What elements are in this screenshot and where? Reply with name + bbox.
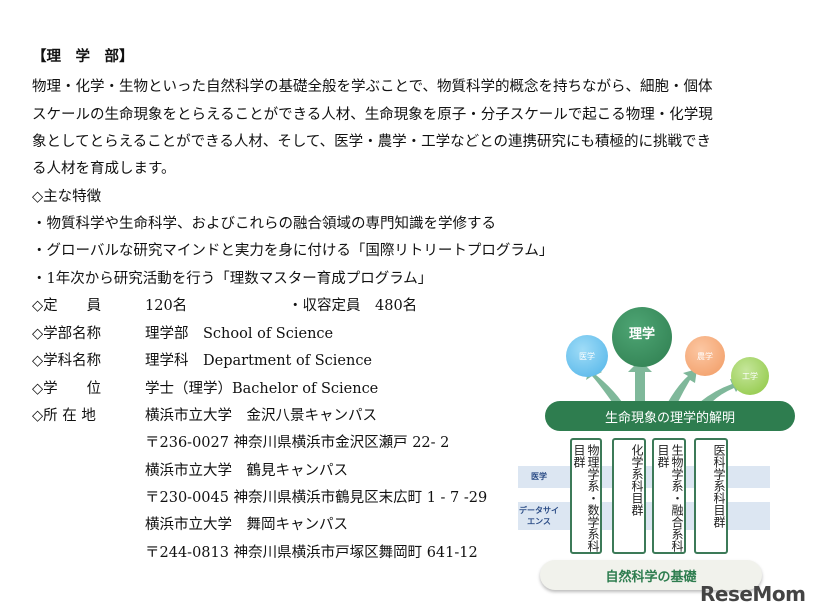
degree-label: ◇学 位 [32,381,102,397]
science-circle: 理学 [612,307,672,367]
faculty-value: 理学部 School of Science [145,326,334,342]
faculty-label: ◇学部名称 [32,326,102,342]
column-biology: 生物学系・融合系科目群 [652,438,686,554]
column-physics-math: 物理学系・数学系科目群 [570,438,602,554]
degree-value: 学士（理学）Bachelor of Science [145,381,379,397]
engineering-circle: 工学 [731,357,769,395]
capacity-value: 120名 [145,298,188,314]
column-chemistry: 化学系科目群 [612,438,646,554]
intro-line: る人材を育成します。 [32,161,176,177]
section-heading: 【理 学 部】 [32,49,134,65]
features-title: ◇主な特徴 [32,189,102,205]
dept-label: ◇学科名称 [32,353,102,369]
medicine-circle: 医学 [566,335,608,377]
feature-item: ・1年次から研究活動を行う「理数マスター育成プログラム」 [32,271,433,287]
location-line: 横浜市立大学 舞岡キャンパス [145,517,348,533]
location-line: 横浜市立大学 鶴見キャンパス [145,463,348,479]
band-label: 医学 [531,472,547,481]
banner: 生命現象の理学的解明 [545,401,795,431]
location-line: 〒236-0027 神奈川県横浜市金沢区瀬戸 22- 2 [145,435,450,451]
location-line: 〒230-0045 神奈川県横浜市鶴見区末広町 1 - 7 -29 [145,490,488,506]
intro-line: 象としてとらえることができる人材、そして、医学・農学・工学などとの連携研究にも積… [32,134,712,150]
intro-line: 物理・化学・生物といった自然科学の基礎全般を学ぶことで、物質科学的概念を持ちなが… [32,79,713,95]
location-line: 横浜市立大学 金沢八景キャンパス [145,408,377,424]
base-banner: 自然科学の基礎 [540,560,762,590]
dept-value: 理学科 Department of Science [145,353,373,369]
location-label: ◇所 在 地 [32,408,96,424]
band-label: データサイエンス [519,506,559,526]
location-line: 〒244-0813 神奈川県横浜市戸塚区舞岡町 641-12 [145,545,478,561]
feature-item: ・物質科学や生命科学、およびこれらの融合領域の専門知識を学修する [32,216,496,232]
column-medical-science: 医科学系科目群 [694,438,728,554]
resemom-logo: ReseMom [700,582,806,606]
agriculture-circle: 農学 [685,336,725,376]
capacity-label: ◇定 員 [32,298,102,314]
intro-line: スケールの生命現象をとらえることができる人材、生命現象を原子・分子スケールで起こ… [32,107,713,123]
total-capacity: ・収容定員 480名 [288,298,418,314]
feature-item: ・グローバルな研究マインドと実力を身に付ける「国際リトリートプログラム」 [32,243,554,259]
